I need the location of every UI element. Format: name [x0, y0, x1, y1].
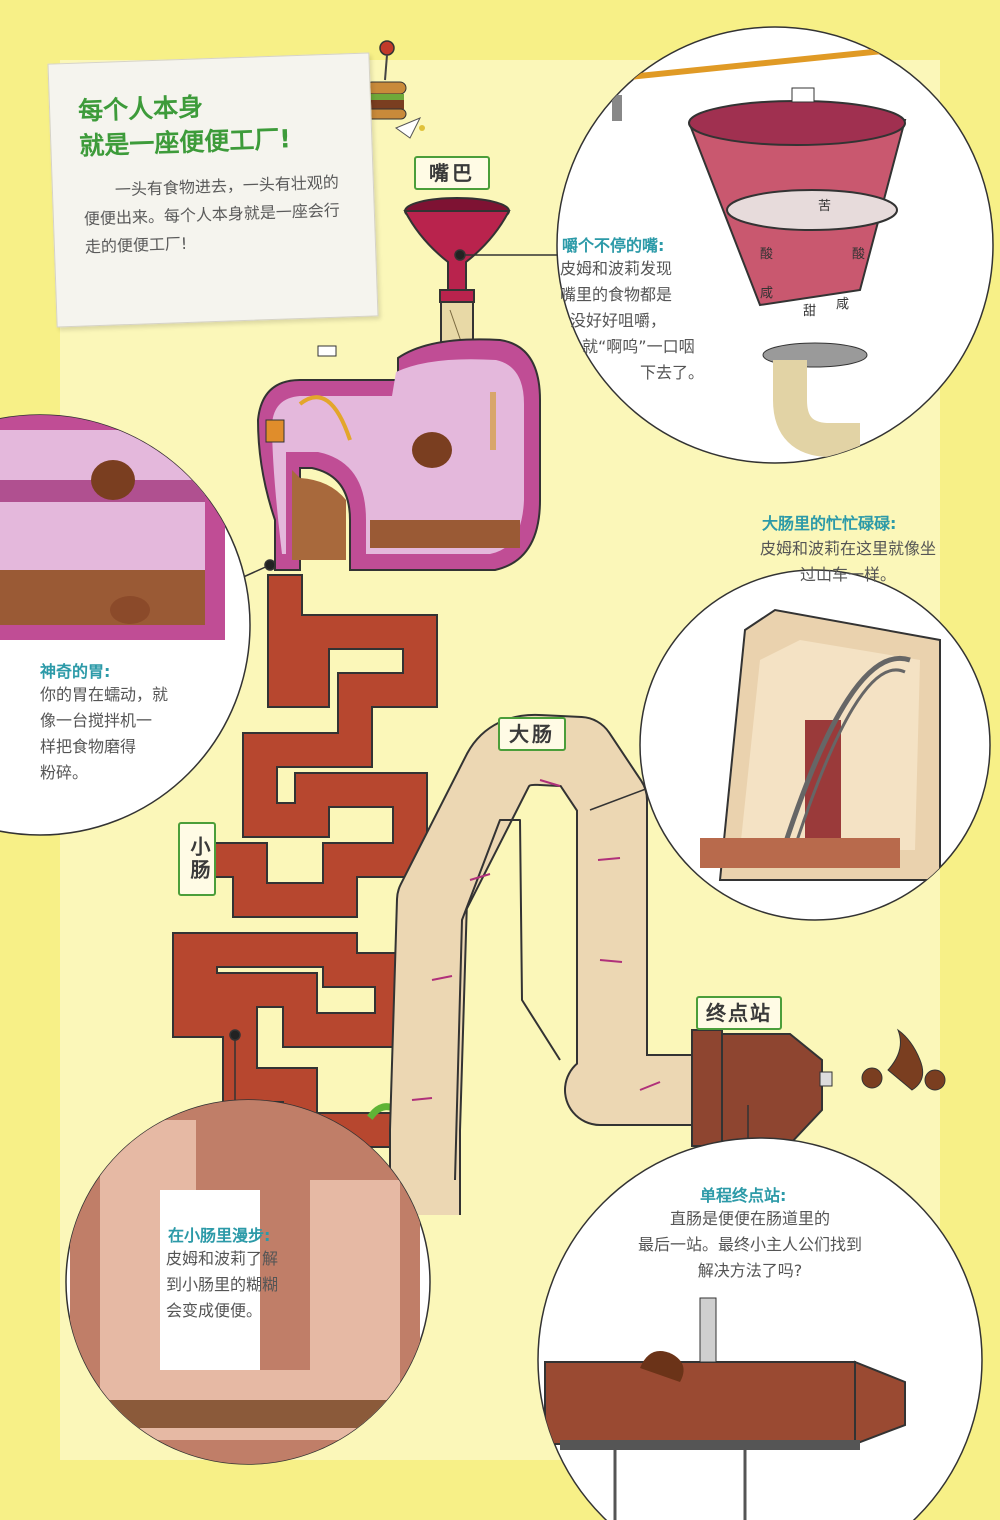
- taste-sour-left: 酸: [760, 247, 774, 262]
- callout-stomach-line: 像一台搅拌机一: [40, 711, 153, 730]
- large-intestine-tube: [389, 713, 700, 1215]
- callout-large-intestine-line: 皮姆和波莉在这里就像坐: [759, 539, 936, 558]
- callout-terminal-line: 直肠是便便在肠道里的: [669, 1209, 830, 1228]
- small-intestine-tube: [172, 574, 438, 1148]
- callout-small-intestine-text: 皮姆和波莉了解 到小肠里的糊糊 会变成便便。: [166, 1246, 316, 1324]
- callout-terminal-text: 直肠是便便在肠道里的 最后一站。最终小主人公们找到 解决方法了吗?: [600, 1206, 900, 1284]
- callout-large-intestine-text: 皮姆和波莉在这里就像坐 过山车一样。: [738, 536, 958, 588]
- burger-crane: [365, 40, 425, 139]
- callout-small-intestine-title: 在小肠里漫步:: [168, 1226, 271, 1245]
- callout-large-intestine-line: 过山车一样。: [799, 565, 896, 584]
- callout-terminal-line: 解决方法了吗?: [697, 1261, 803, 1280]
- intro-card: 每个人本身 就是一座便便工厂! 一头有食物进去，一头有壮观的便便出来。每个人本身…: [47, 52, 379, 328]
- sign-large-intestine: 大肠: [498, 717, 566, 751]
- rectum-terminal: [691, 1028, 946, 1147]
- callout-stomach-bubble: [0, 414, 251, 836]
- intro-title: 每个人本身 就是一座便便工厂!: [78, 84, 360, 164]
- callout-mouth-bubble: [556, 26, 994, 464]
- taste-bitter: 苦: [818, 199, 832, 214]
- callout-mouth-line: 下去了。: [640, 363, 705, 382]
- callout-terminal-line: 最后一站。最终小主人公们找到: [637, 1235, 862, 1254]
- callout-large-intestine-bubble: [639, 569, 991, 921]
- callout-stomach-line: 你的胃在蠕动，就: [40, 685, 169, 704]
- taste-salty-left: 咸: [760, 286, 774, 301]
- sign-terminal: 终点站: [696, 996, 782, 1030]
- callout-mouth-line: 没好好咀嚼，: [570, 311, 667, 330]
- callout-small-intestine-line: 皮姆和波莉了解: [166, 1249, 279, 1268]
- callout-mouth-line: 嘴里的食物都是: [560, 285, 673, 304]
- taste-salty-right: 咸: [836, 297, 850, 312]
- callout-small-intestine-line: 会变成便便。: [166, 1301, 263, 1320]
- callout-mouth-line: 就“啊呜”一口咽: [582, 337, 695, 356]
- callout-stomach-title: 神奇的胃:: [40, 662, 111, 681]
- callout-stomach-line: 粉碎。: [40, 763, 89, 782]
- callout-mouth-text: 皮姆和波莉发现 嘴里的食物都是 没好好咀嚼， 就“啊呜”一口咽 下去了。: [560, 256, 740, 386]
- callout-terminal-title: 单程终点站:: [700, 1186, 787, 1205]
- callout-small-intestine-line: 到小肠里的糊糊: [166, 1275, 279, 1294]
- stomach-structure: [256, 338, 541, 571]
- intro-body: 一头有食物进去，一头有壮观的便便出来。每个人本身就是一座会行走的便便工厂!: [83, 172, 341, 257]
- callout-terminal-bubble: [537, 1137, 983, 1520]
- callout-mouth-line: 皮姆和波莉发现: [560, 259, 673, 278]
- callout-mouth-title: 嚼个不停的嘴:: [562, 236, 665, 255]
- taste-sweet: 甜: [803, 304, 817, 319]
- callout-stomach-text: 你的胃在蠕动，就 像一台搅拌机一 样把食物磨得 粉碎。: [40, 682, 210, 786]
- mouth-funnel: [403, 197, 511, 361]
- callout-stomach-line: 样把食物磨得: [40, 737, 137, 756]
- sign-small-intestine: 小肠: [178, 822, 216, 896]
- callout-large-intestine-title: 大肠里的忙忙碌碌:: [762, 514, 897, 533]
- taste-sour-right: 酸: [852, 247, 866, 262]
- sign-mouth: 嘴巴: [414, 156, 490, 190]
- callout-small-intestine-bubble: [65, 1099, 431, 1465]
